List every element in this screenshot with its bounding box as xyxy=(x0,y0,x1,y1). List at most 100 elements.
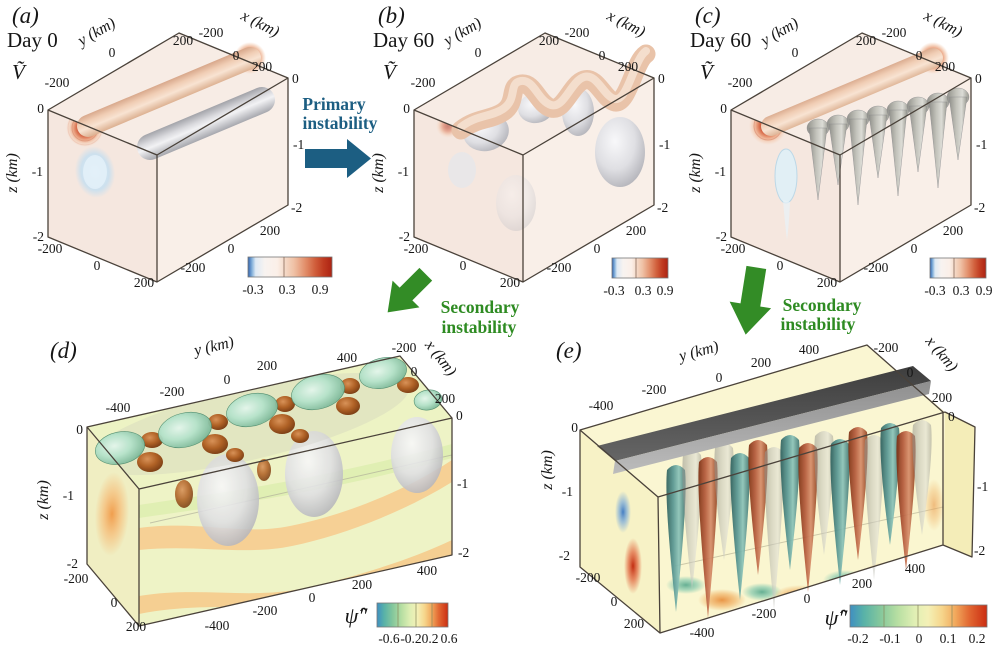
panel-c-x-tick: 200 xyxy=(935,59,956,74)
panel-e-cb-tick: 0 xyxy=(916,631,923,646)
panel-c-br-tick: -200 xyxy=(864,260,889,275)
panel-d-right-tick: -1 xyxy=(457,476,468,491)
panel-c-z-tick: -2 xyxy=(716,229,727,244)
panel-c-z-axis-label: z (km) xyxy=(687,153,704,194)
panel-b-y-tick: 200 xyxy=(539,33,560,48)
panel-d-cb-tick: 0.2 xyxy=(422,631,439,646)
secondary-instability-right-label-1: Secondary xyxy=(783,295,862,315)
panel-e-right-tick: -2 xyxy=(974,543,985,558)
panel-d-y-tick: -200 xyxy=(160,384,185,399)
panel-d-x-tick: 0 xyxy=(411,364,418,379)
panel-b-wavy-jet xyxy=(451,44,656,140)
panel-b-z-tick: 0 xyxy=(403,101,410,116)
panel-a-y-tick: 0 xyxy=(109,45,116,60)
panel-d: (d) y (km) -400 -200 0 200 400 x (km) -2… xyxy=(35,334,469,646)
panel-e-cb-tick: -0.2 xyxy=(847,631,868,646)
panel-c-br-tick: 0 xyxy=(911,241,918,256)
panel-a-br-tick: 0 xyxy=(228,241,235,256)
panel-a-y-tick: 200 xyxy=(173,33,194,48)
panel-a-right-tick: 0 xyxy=(292,71,299,86)
panel-a-day: Day 0 xyxy=(7,28,58,52)
panel-e-bl-tick: 0 xyxy=(611,594,618,609)
panel-a-z-tick: -2 xyxy=(33,229,44,244)
panel-b-left-face xyxy=(414,110,523,282)
panel-c-x-tick: 0 xyxy=(916,48,923,63)
panel-e-z-tick: -2 xyxy=(559,548,570,563)
panel-b-br-tick: 0 xyxy=(594,241,601,256)
panel-e-right-tick: -1 xyxy=(977,479,988,494)
panel-b-box-edges xyxy=(413,32,655,283)
panel-c-cb-tick: 0.3 xyxy=(953,283,970,298)
panel-d-y-tick: 400 xyxy=(337,350,358,365)
panel-a-br-tick: 200 xyxy=(260,223,281,238)
panel-a: (a) Day 0 Ṽ y (km) -200 0 200 x (km) -20… xyxy=(4,3,333,297)
panel-e-colorbar: ψ̂″ -0.2 -0.1 0 0.1 0.2 xyxy=(825,604,988,646)
arrow-down-left-icon xyxy=(387,267,433,313)
panel-c: (c) Day 60 Ṽ y (km) -200 0 200 x (km) -2… xyxy=(687,3,993,298)
panel-b-faint-lobe xyxy=(496,175,536,231)
panel-c-z-tick: 0 xyxy=(720,101,727,116)
panel-d-cb-label: ψ̂″ xyxy=(345,603,369,628)
panel-d-x-tick: 200 xyxy=(435,391,456,406)
panel-c-cb-tick: 0.9 xyxy=(976,283,993,298)
panel-a-x-tick: 200 xyxy=(252,59,273,74)
secondary-instability-right-label-2: instability xyxy=(781,314,856,334)
panel-e-left-contours xyxy=(615,491,642,594)
panel-d-bl-tick: -200 xyxy=(64,571,89,586)
panel-b-right-tick: 0 xyxy=(658,71,665,86)
panel-e-z-tick: 0 xyxy=(571,420,578,435)
panel-a-variable: Ṽ xyxy=(12,60,27,84)
panel-d-box-edges xyxy=(86,355,453,627)
panel-b-x-tick: 0 xyxy=(599,48,606,63)
panel-a-z-tick: 0 xyxy=(37,101,44,116)
panel-c-jet-tube xyxy=(761,48,943,136)
panel-e-cb-tick: -0.1 xyxy=(879,631,900,646)
panel-d-colorbar: ψ̂″ -0.6 -0.2 0.2 0.6 xyxy=(345,602,458,646)
panel-b-tag: (b) xyxy=(378,3,405,28)
panel-c-z-tick: -1 xyxy=(715,164,726,179)
panel-b-bl-tick: 200 xyxy=(500,275,521,290)
panel-d-bl-tick: 200 xyxy=(126,619,147,634)
panel-a-right-face xyxy=(157,78,288,282)
panel-d-br-tick: -200 xyxy=(253,603,278,618)
panel-e-bl-tick: -200 xyxy=(576,570,601,585)
panel-a-bl-tick: -200 xyxy=(38,241,63,256)
panel-d-left-contours xyxy=(94,472,130,556)
panel-a-y-tick: -200 xyxy=(45,75,70,90)
panel-d-tag: (d) xyxy=(50,338,77,363)
panel-e-bl-tick: 200 xyxy=(624,616,645,631)
panel-a-x-axis-label: x (km) xyxy=(237,7,282,41)
panel-e-y-axis-label: y (km) xyxy=(675,338,720,365)
panel-e-y-tick: -400 xyxy=(589,398,614,413)
panel-b-cb-tick: -0.3 xyxy=(603,283,625,298)
panel-c-right-tick: 0 xyxy=(975,71,982,86)
panel-e-cb-tick: 0.2 xyxy=(969,631,986,646)
panel-e-y-tick: 0 xyxy=(716,370,723,385)
panel-b-bl-tick: -200 xyxy=(404,241,429,256)
panel-a-z-tick: -1 xyxy=(32,164,43,179)
panel-e-br-tick: -200 xyxy=(752,606,777,621)
panel-d-cb-tick: -0.2 xyxy=(400,631,421,646)
panel-d-br-tick: 200 xyxy=(352,577,373,592)
panel-e-br-tick: 200 xyxy=(852,576,873,591)
panel-d-cb-tick: -0.6 xyxy=(378,631,400,646)
panel-e-x-axis-label: x (km) xyxy=(921,332,961,375)
panel-d-y-axis-label: y (km) xyxy=(190,334,235,360)
panel-a-x-tick: 0 xyxy=(233,48,240,63)
panel-b-cb-tick: 0.3 xyxy=(635,283,652,298)
panel-a-bl-tick: 200 xyxy=(134,275,155,290)
panel-a-br-tick: -200 xyxy=(181,260,206,275)
panel-e-x-tick: 200 xyxy=(932,390,953,405)
transition-arrows: Primary instability Secondary instabilit… xyxy=(302,94,862,337)
panel-b-z-tick: -1 xyxy=(398,164,409,179)
panel-a-cb-tick: 0.9 xyxy=(312,282,329,297)
panel-a-box-edges xyxy=(47,32,289,283)
arrow-down-icon xyxy=(729,265,772,335)
panel-b: (b) Day 60 Ṽ y (km) -200 0 200 x (km) -2… xyxy=(370,3,674,298)
panel-d-y-tick: -400 xyxy=(106,400,131,415)
panel-a-x-tick: -200 xyxy=(199,25,224,40)
panel-d-right-tick: -2 xyxy=(458,545,469,560)
panel-e-z-tick: -1 xyxy=(562,484,573,499)
panel-c-br-tick: 200 xyxy=(943,223,964,238)
